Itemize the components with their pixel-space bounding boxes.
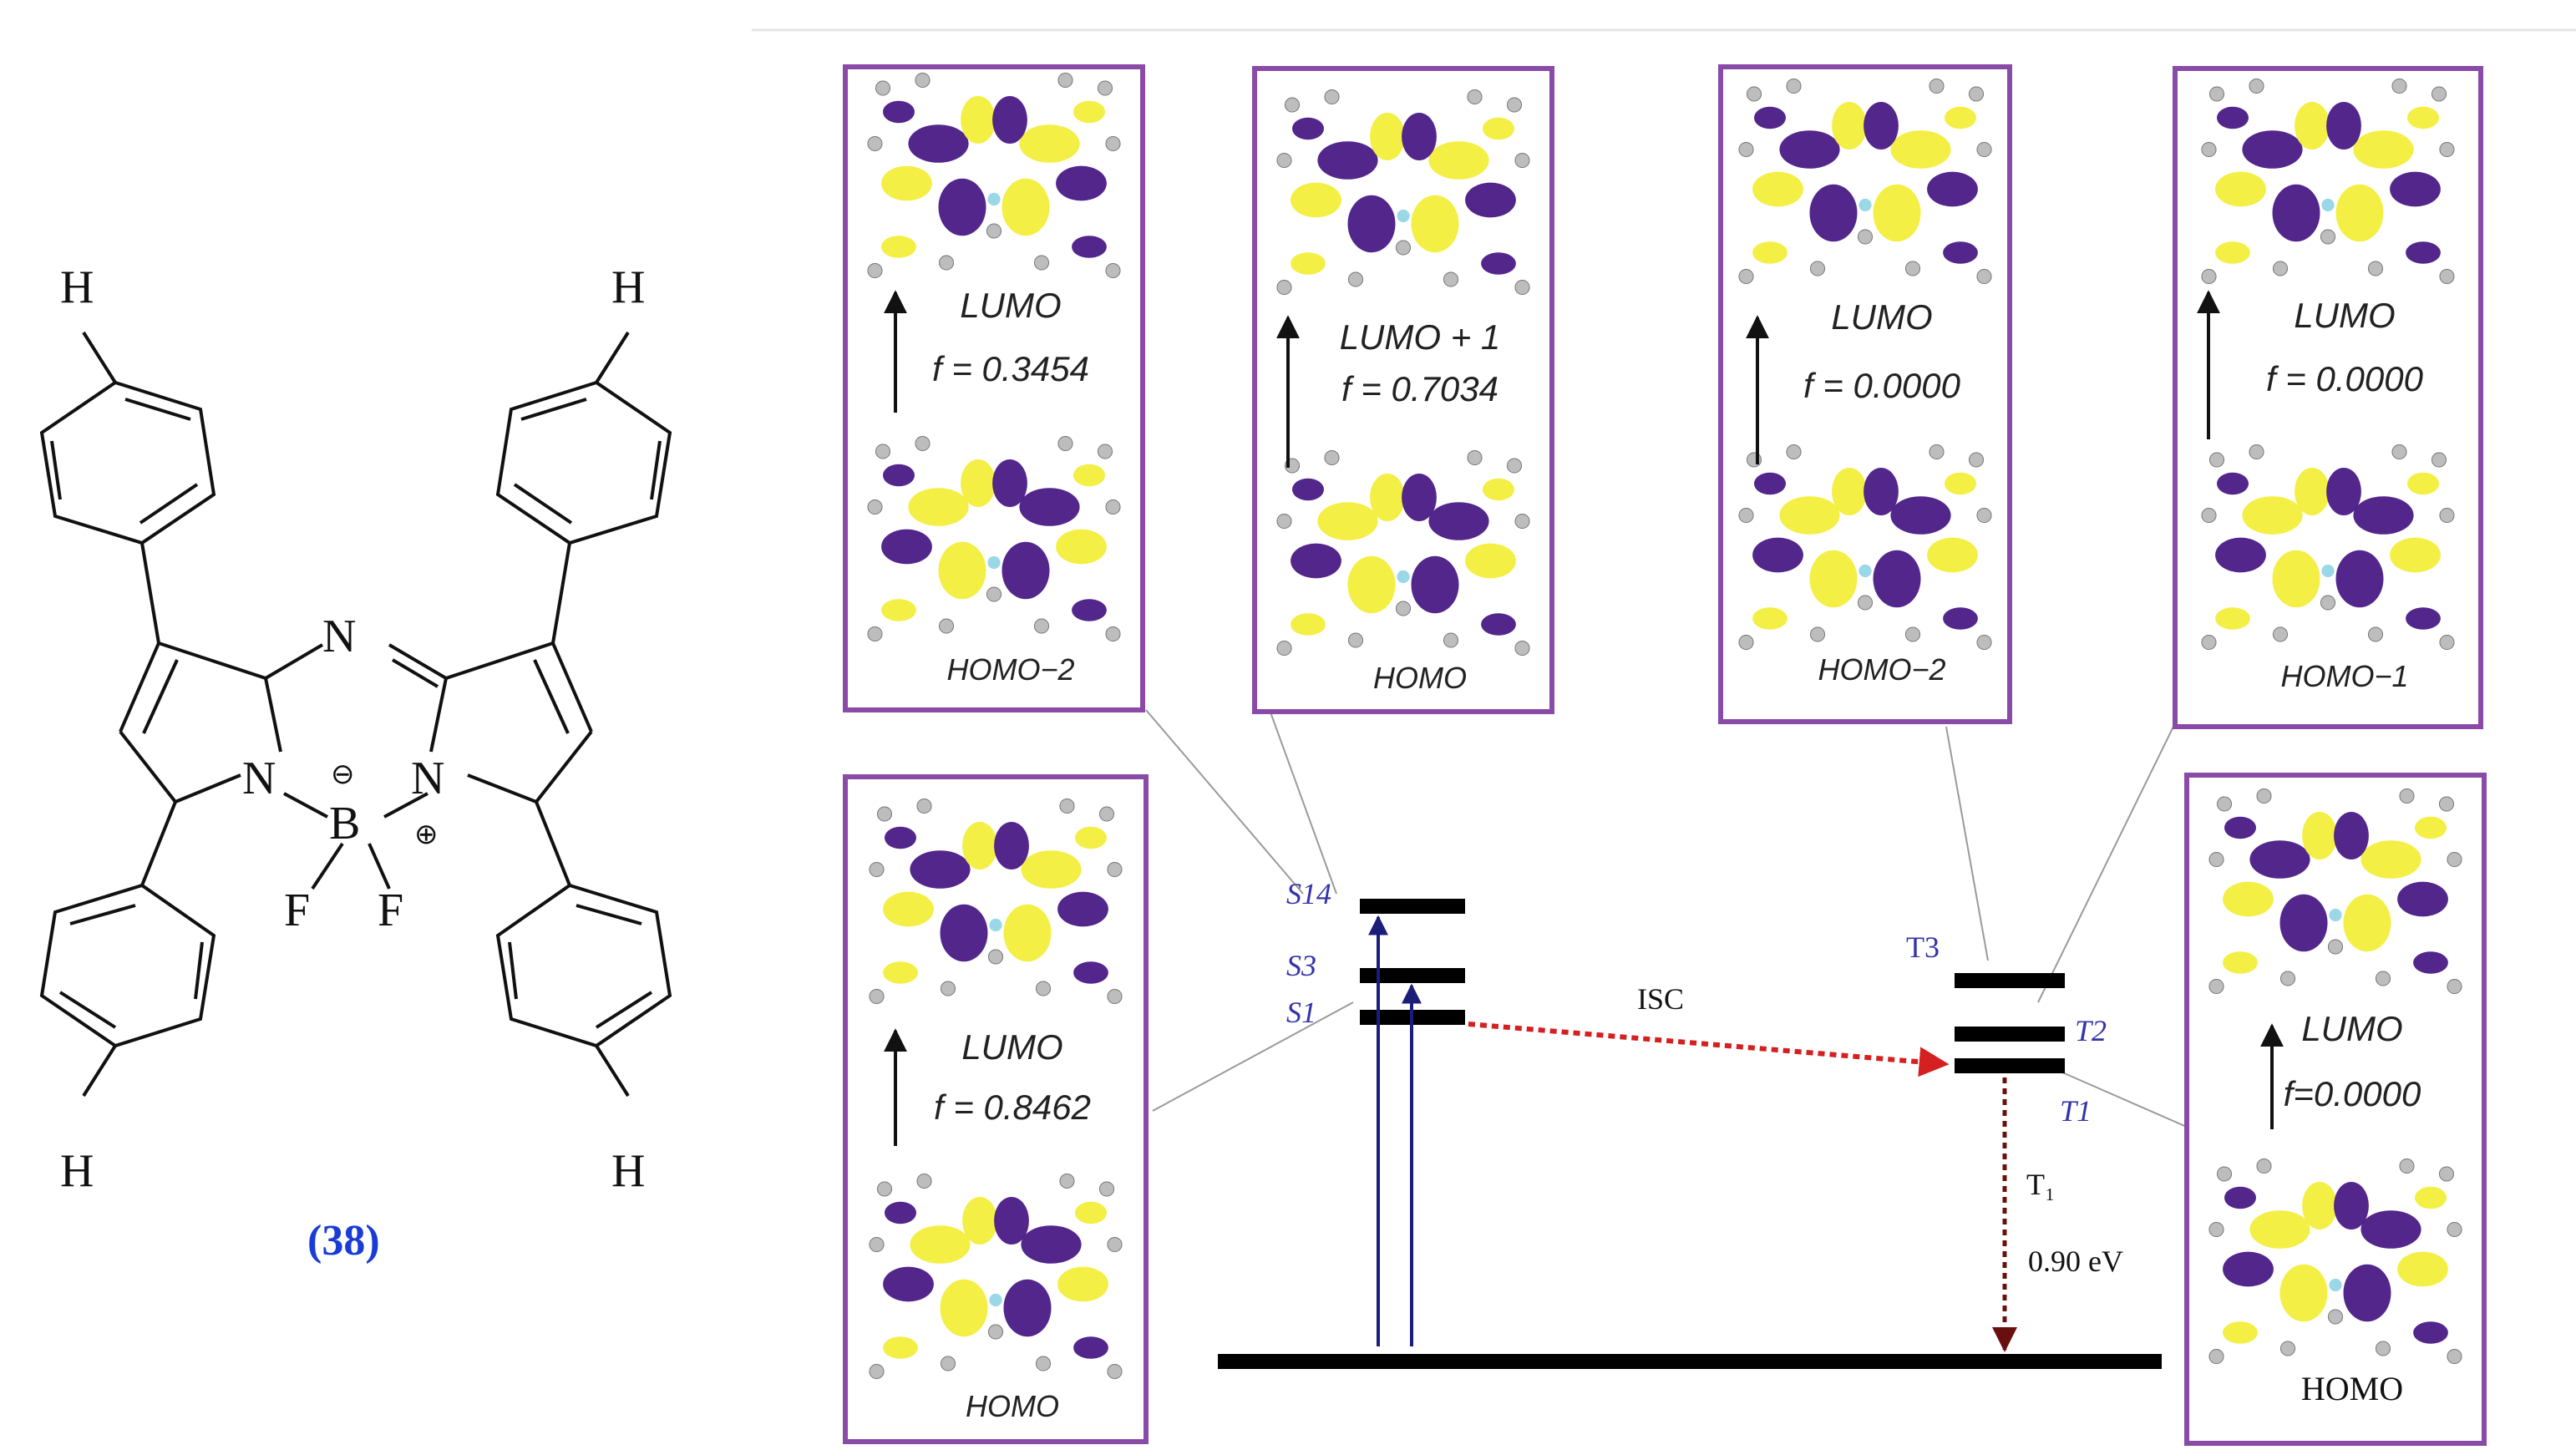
oscillator-strength: f = 0.0000	[2266, 359, 2424, 398]
upper-orbital-label: LUMO	[2301, 1009, 2402, 1048]
t1-energy-label: 0.90 eV	[2028, 1245, 2123, 1278]
upper-orbital-label: LUMO + 1	[1340, 317, 1501, 357]
upper-orbital-label: LUMO	[2294, 296, 2395, 335]
lower-orbital-label: HOMO	[2301, 1370, 2403, 1407]
lower-orbital-isosurface	[1738, 444, 1992, 651]
atom-h-top-right: H	[611, 261, 645, 313]
positive-charge: ⊕	[414, 819, 439, 850]
oscillator-strength: f = 0.7034	[1341, 369, 1498, 408]
energy-level-diagram: S14 S3 S1 T3 T2 T1 ISC T₁ 0.90 eV	[1218, 877, 2162, 1369]
label-t2: T2	[2075, 1014, 2107, 1047]
atom-h-top-left: H	[60, 261, 94, 313]
atom-labels: H H H H N N N B F F	[60, 261, 645, 1197]
upper-orbital-isosurface	[867, 72, 1121, 279]
atom-n-right: N	[411, 753, 444, 804]
phenyl-ring-bottom-left	[39, 883, 216, 1048]
compound-number: (38)	[307, 1217, 380, 1265]
lower-orbital-label: HOMO−2	[1818, 652, 1945, 687]
lower-orbital-label: HOMO	[1373, 661, 1467, 695]
lower-orbital-isosurface	[1276, 449, 1530, 657]
phenyl-ring-bottom-right	[495, 883, 672, 1048]
upper-orbital-isosurface	[1276, 89, 1530, 296]
atom-f-1: F	[284, 885, 310, 936]
aza-bodipy-structure	[39, 331, 672, 1098]
panel-connectors	[1145, 709, 2189, 1128]
label-t1: T1	[2060, 1094, 2092, 1128]
upper-orbital-isosurface	[1738, 78, 1992, 285]
upper-orbital-isosurface	[2208, 788, 2462, 995]
upper-orbital-label: LUMO	[961, 1027, 1062, 1067]
isc-label: ISC	[1637, 982, 1684, 1016]
lower-orbital-isosurface	[2201, 444, 2455, 651]
lower-orbital-isosurface	[869, 1173, 1123, 1380]
phenyl-ring-top-left	[39, 380, 216, 545]
t1-label: T₁	[2026, 1168, 2056, 1201]
label-s1: S1	[1286, 996, 1316, 1029]
atom-b: B	[329, 798, 360, 849]
lower-orbital-label: HOMO	[966, 1389, 1059, 1423]
oscillator-strength: f = 0.8462	[934, 1088, 1091, 1127]
atom-h-bottom-left: H	[60, 1145, 94, 1197]
label-t3: T3	[1906, 930, 1940, 964]
phenyl-ring-top-right	[495, 380, 672, 545]
isc-arrow	[1468, 1022, 1950, 1077]
atom-n-meso: N	[322, 611, 356, 662]
oscillator-strength: f = 0.0000	[1803, 366, 1961, 405]
upper-orbital-label: LUMO	[1831, 297, 1932, 337]
label-s14: S14	[1286, 877, 1331, 910]
label-s3: S3	[1286, 949, 1316, 982]
upper-orbital-label: LUMO	[960, 286, 1061, 325]
lower-orbital-label: HOMO−2	[946, 652, 1074, 687]
upper-orbital-isosurface	[2201, 78, 2455, 285]
pyrrole-left-backbone	[125, 641, 267, 760]
oscillator-strength: f = 0.3454	[932, 349, 1089, 388]
lower-orbital-label: HOMO−1	[2280, 659, 2408, 693]
atom-n-left: N	[242, 753, 276, 804]
lower-orbital-isosurface	[867, 435, 1121, 642]
upper-orbital-isosurface	[869, 798, 1123, 1005]
atom-h-bottom-right: H	[611, 1145, 645, 1197]
atom-f-2: F	[378, 885, 403, 936]
lower-orbital-isosurface	[2208, 1158, 2462, 1365]
oscillator-strength: f=0.0000	[2284, 1074, 2421, 1113]
negative-charge: ⊖	[331, 758, 355, 790]
